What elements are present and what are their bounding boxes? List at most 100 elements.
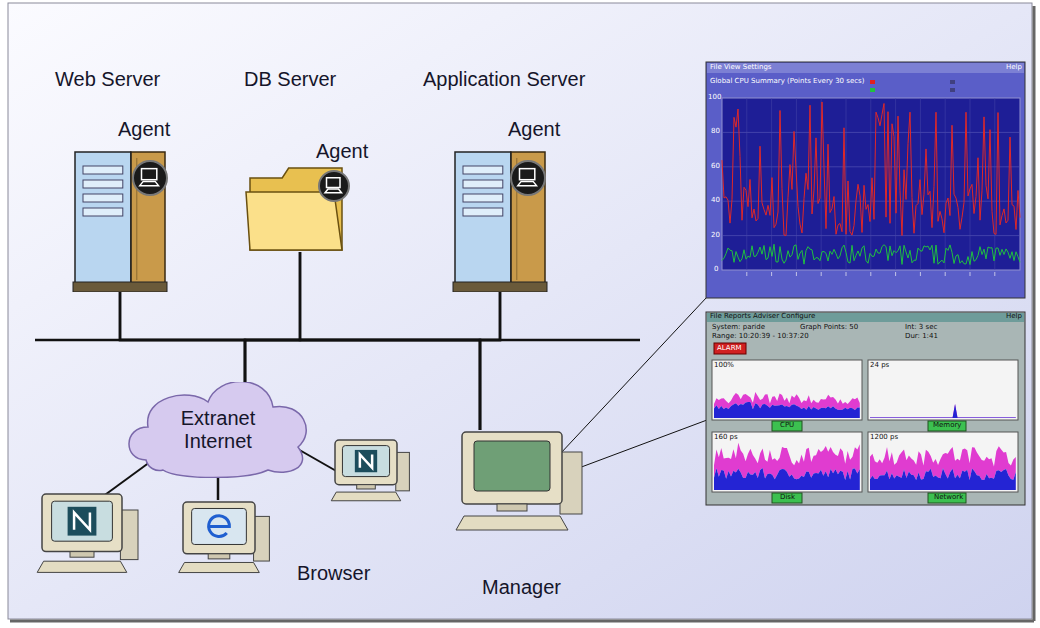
blue-area [714,468,860,490]
monitor [183,502,255,554]
drive-bay [463,166,503,174]
manager-node: Manager [450,430,600,602]
netscape-logo [360,454,372,467]
network-link [217,478,220,500]
time-tick [870,272,871,276]
blue-area [870,468,1016,490]
screenshot-text: 24 ps [870,362,889,370]
netscape-logo [74,513,90,530]
network-link [300,252,480,430]
server-node: Application ServerAgent [420,60,640,292]
server-node: DB ServerAgent [230,60,375,252]
agent-label: Agent [118,118,170,141]
panel-button [772,421,802,431]
cpu-box [120,510,138,560]
glanceplus-window [706,312,1025,505]
frame-shadow [10,620,1034,623]
cloud-outline [129,382,306,478]
drive-bay [83,180,123,188]
series-swatch [870,80,875,84]
tower-front [75,152,131,292]
tower-side [511,152,545,292]
agent-monitor [142,169,157,180]
node-label: Manager [482,576,561,599]
monitor-stand [70,552,94,558]
server-node: Web ServerAgent [50,60,200,292]
window-frame [706,312,1025,505]
db-folder-front [246,192,342,250]
time-tick [945,272,946,276]
screenshot-text: Graph Points: 50 [800,324,858,332]
screenshot-text: Disk [780,494,795,502]
screenshot-text: Network [934,494,963,502]
node-label: Extranet Internet [162,407,274,453]
screen [474,441,550,491]
screen [52,501,113,541]
drive-bay [463,194,503,202]
screenshot-text: Help [1006,313,1022,321]
netscape-logo [355,450,377,472]
node-label: Browser [297,562,370,585]
tower-base [73,282,167,292]
monitor [42,494,122,552]
monitor-stand [497,504,527,511]
alarm-button [714,343,746,354]
keyboard [456,516,568,530]
screenshot-text: 80 [711,128,720,136]
screenshot-text: ALARM [717,345,742,353]
time-tick [846,272,847,276]
screenshot-text: Int: 3 sec [905,324,937,332]
monitor-stand [208,554,230,559]
cpu-series [722,244,1020,264]
leader-line [545,297,707,470]
graph-panel [712,432,862,492]
screen [192,508,247,544]
panel-button [928,493,966,503]
grid-line [846,98,847,270]
plot-area [722,98,1020,270]
agent-monitor [520,169,535,180]
graph-panel [712,360,862,420]
screenshot-text: 160 ps [714,434,738,442]
node-label: Application Server [423,68,585,91]
agent-icon [133,161,167,195]
time-tick [994,272,995,276]
time-tick [821,272,822,276]
graph-panel [868,432,1018,492]
grid-line [746,98,747,270]
browser-node: Browser [175,500,385,608]
screenshot-text: 100 [708,94,721,102]
screenshot-text: Range: 10:20:39 - 10:37:20 [712,333,809,341]
agent-icon [511,161,545,195]
menu-bar [707,63,1024,73]
cpu-box [560,452,582,514]
node-illustration [420,60,640,292]
grid-line [994,98,995,270]
screenshot-text: 60 [711,163,720,171]
time-tick [970,272,971,276]
agent-monitor [327,178,341,188]
screenshot-text: System: paride [712,324,765,332]
screenshot-text: Dur: 1:41 [905,333,938,341]
series-swatch [870,88,875,92]
magenta-area [870,404,1016,418]
screenshot-text: 0 [714,266,718,274]
keyboard [179,562,260,572]
frame [8,3,1032,619]
panel-button [928,421,966,431]
node-label: DB Server [244,68,336,91]
screenshot-text: 100% [714,362,734,370]
monitor [462,432,562,504]
network-link [120,292,245,382]
screenshot-text: CPU [780,422,794,430]
keyboard [331,492,400,501]
cpu-series [722,102,1020,236]
monitor [335,440,397,485]
agent-label: Agent [316,140,368,163]
series-swatch [950,88,955,92]
frame-shadow [1033,6,1036,621]
screenshot-text: File View Settings [710,64,772,72]
